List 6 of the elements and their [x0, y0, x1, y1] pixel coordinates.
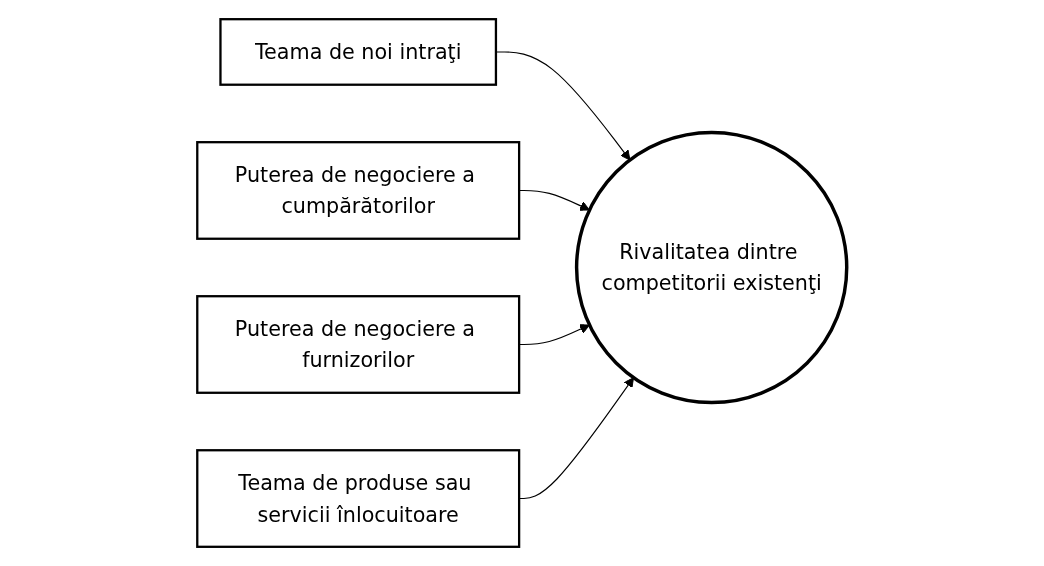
node-box: Puterea de negociere a cumpărătorilor: [196, 141, 521, 240]
node-box: Puterea de negociere a furnizorilor: [196, 295, 521, 394]
node-circle: Rivalitatea dintre competitorii existenţi: [574, 130, 849, 405]
node-box: Teama de noi intraţi: [219, 18, 498, 86]
node-box: Teama de produse sau servicii înlocuitoare: [196, 449, 521, 548]
arrow: [495, 51, 631, 161]
